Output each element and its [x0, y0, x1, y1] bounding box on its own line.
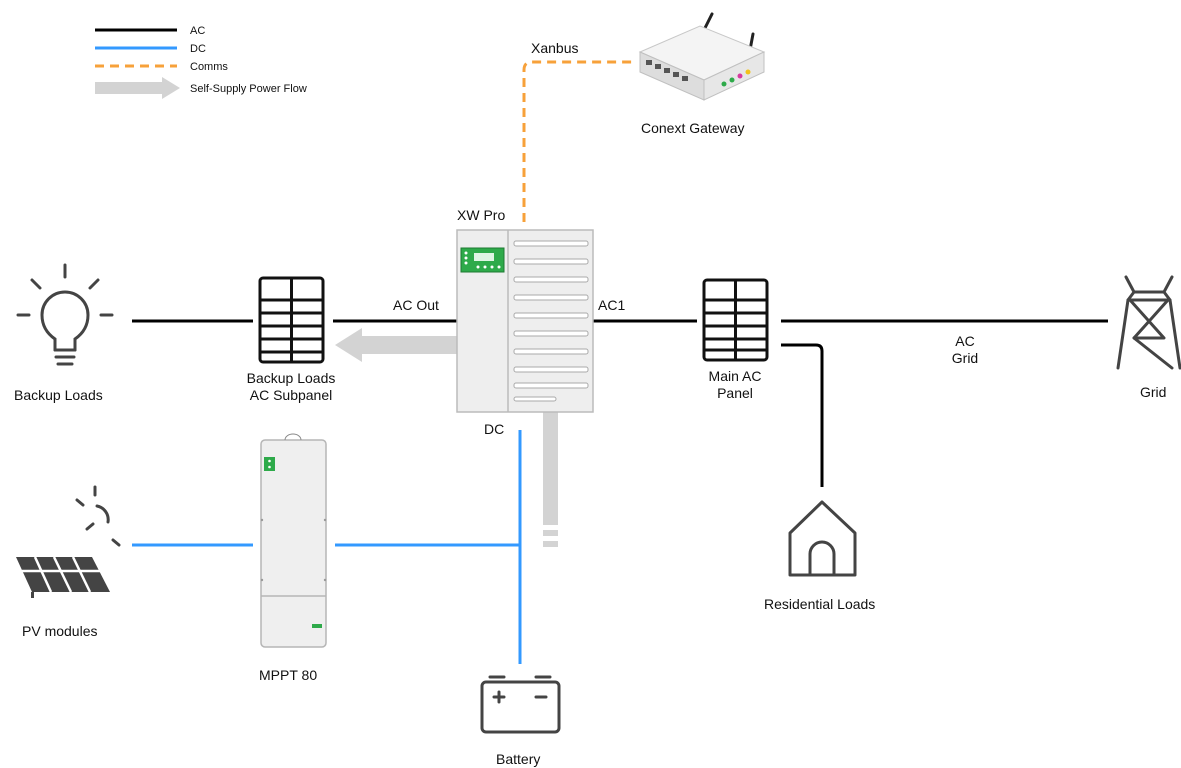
mppt-device — [260, 433, 327, 648]
flow-arrow-dash-1 — [543, 530, 558, 536]
residential-wire — [781, 343, 824, 487]
main-panel-label-line2: Panel — [717, 385, 753, 401]
grid-tower-icon — [1116, 275, 1181, 370]
mppt-status-panel — [264, 457, 275, 471]
ac-out-label: AC Out — [393, 297, 439, 313]
legend — [95, 28, 180, 99]
dc-label: DC — [484, 421, 505, 437]
xw-pro-device — [456, 229, 594, 413]
gateway-antenna-left — [702, 12, 714, 32]
ac-grid-label: AC Grid — [930, 333, 1000, 367]
subpanel-label-line1: Backup Loads — [246, 370, 336, 386]
main-panel-label: Main AC Panel — [690, 368, 780, 402]
backup-loads-label: Backup Loads — [14, 387, 103, 403]
xw-pro-vents — [513, 240, 589, 402]
xanbus-wire — [522, 60, 637, 222]
pv-label: PV modules — [22, 623, 98, 639]
main-panel-label-line1: Main AC — [708, 368, 762, 384]
ac-wiring — [132, 319, 1108, 487]
solar-panel-icon — [16, 556, 110, 598]
sun-icon — [75, 485, 121, 547]
legend-comms-label: Comms — [190, 61, 228, 73]
gateway-label: Conext Gateway — [641, 120, 745, 136]
legend-dc-label: DC — [190, 43, 206, 55]
main-ac-panel-icon — [702, 278, 769, 362]
backup-subpanel-icon — [258, 276, 325, 364]
house-icon — [788, 500, 857, 577]
ac-grid-label-line1: AC — [955, 333, 975, 349]
subpanel-label: Backup Loads AC Subpanel — [226, 370, 356, 404]
ac-grid-label-line2: Grid — [951, 350, 979, 366]
battery-label: Battery — [496, 751, 541, 767]
legend-ac-label: AC — [190, 25, 206, 37]
gateway-device — [638, 12, 766, 101]
battery-icon — [480, 675, 561, 734]
ac1-label: AC1 — [598, 297, 626, 313]
xanbus-label: Xanbus — [531, 40, 579, 56]
residential-label: Residential Loads — [764, 596, 876, 612]
mppt-label: MPPT 80 — [259, 667, 318, 683]
xw-pro-label: XW Pro — [457, 207, 506, 223]
grid-label: Grid — [1140, 384, 1167, 400]
dc-wiring — [132, 430, 522, 664]
light-bulb-icon — [16, 263, 114, 366]
subpanel-label-line2: AC Subpanel — [249, 387, 333, 403]
legend-flow-arrow — [95, 77, 180, 99]
flow-arrow-dash-2 — [543, 541, 558, 547]
legend-flow-label: Self-Supply Power Flow — [190, 83, 307, 95]
